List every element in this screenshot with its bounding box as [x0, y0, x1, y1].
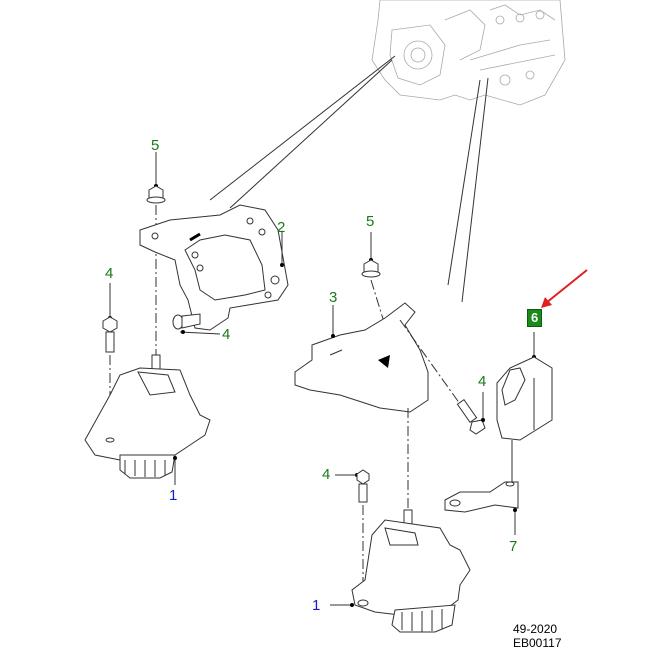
callout-3[interactable]: 3 [329, 289, 338, 306]
callout-7[interactable]: 7 [509, 538, 518, 555]
figure-code: EB00117 [513, 635, 562, 648]
callout-5-right[interactable]: 5 [366, 213, 375, 230]
link-7 [444, 481, 519, 535]
callout-4-right-bolt[interactable]: 4 [478, 373, 487, 390]
callout-4-bracket-bolt[interactable]: 4 [222, 326, 231, 343]
engine-mount-1-left [84, 354, 211, 485]
highlight-arrow [541, 269, 588, 308]
bracket-2 [139, 204, 289, 331]
callout-6-highlighted[interactable]: 6 [527, 309, 543, 328]
engine-mount-1-right [330, 509, 471, 633]
nut-5-left [146, 152, 166, 360]
figure-reference: 49-2020 EB00117 [513, 622, 562, 648]
callout-4-left-bolt[interactable]: 4 [105, 265, 114, 282]
guide-line [209, 55, 396, 201]
figure-ref-number: 49-2020 [513, 622, 558, 636]
bolt-4-right [456, 392, 486, 435]
bracket-3 [294, 302, 471, 515]
callout-1-right[interactable]: 1 [312, 597, 321, 614]
cover-6 [496, 332, 553, 490]
bolt-4-bracket [172, 313, 221, 335]
callout-4-lower-bolt[interactable]: 4 [322, 466, 331, 483]
callout-5-left[interactable]: 5 [151, 137, 160, 154]
callout-1-left[interactable]: 1 [169, 487, 178, 504]
guide-line [229, 59, 393, 209]
engine-block [371, 0, 566, 106]
callout-2[interactable]: 2 [277, 219, 286, 236]
